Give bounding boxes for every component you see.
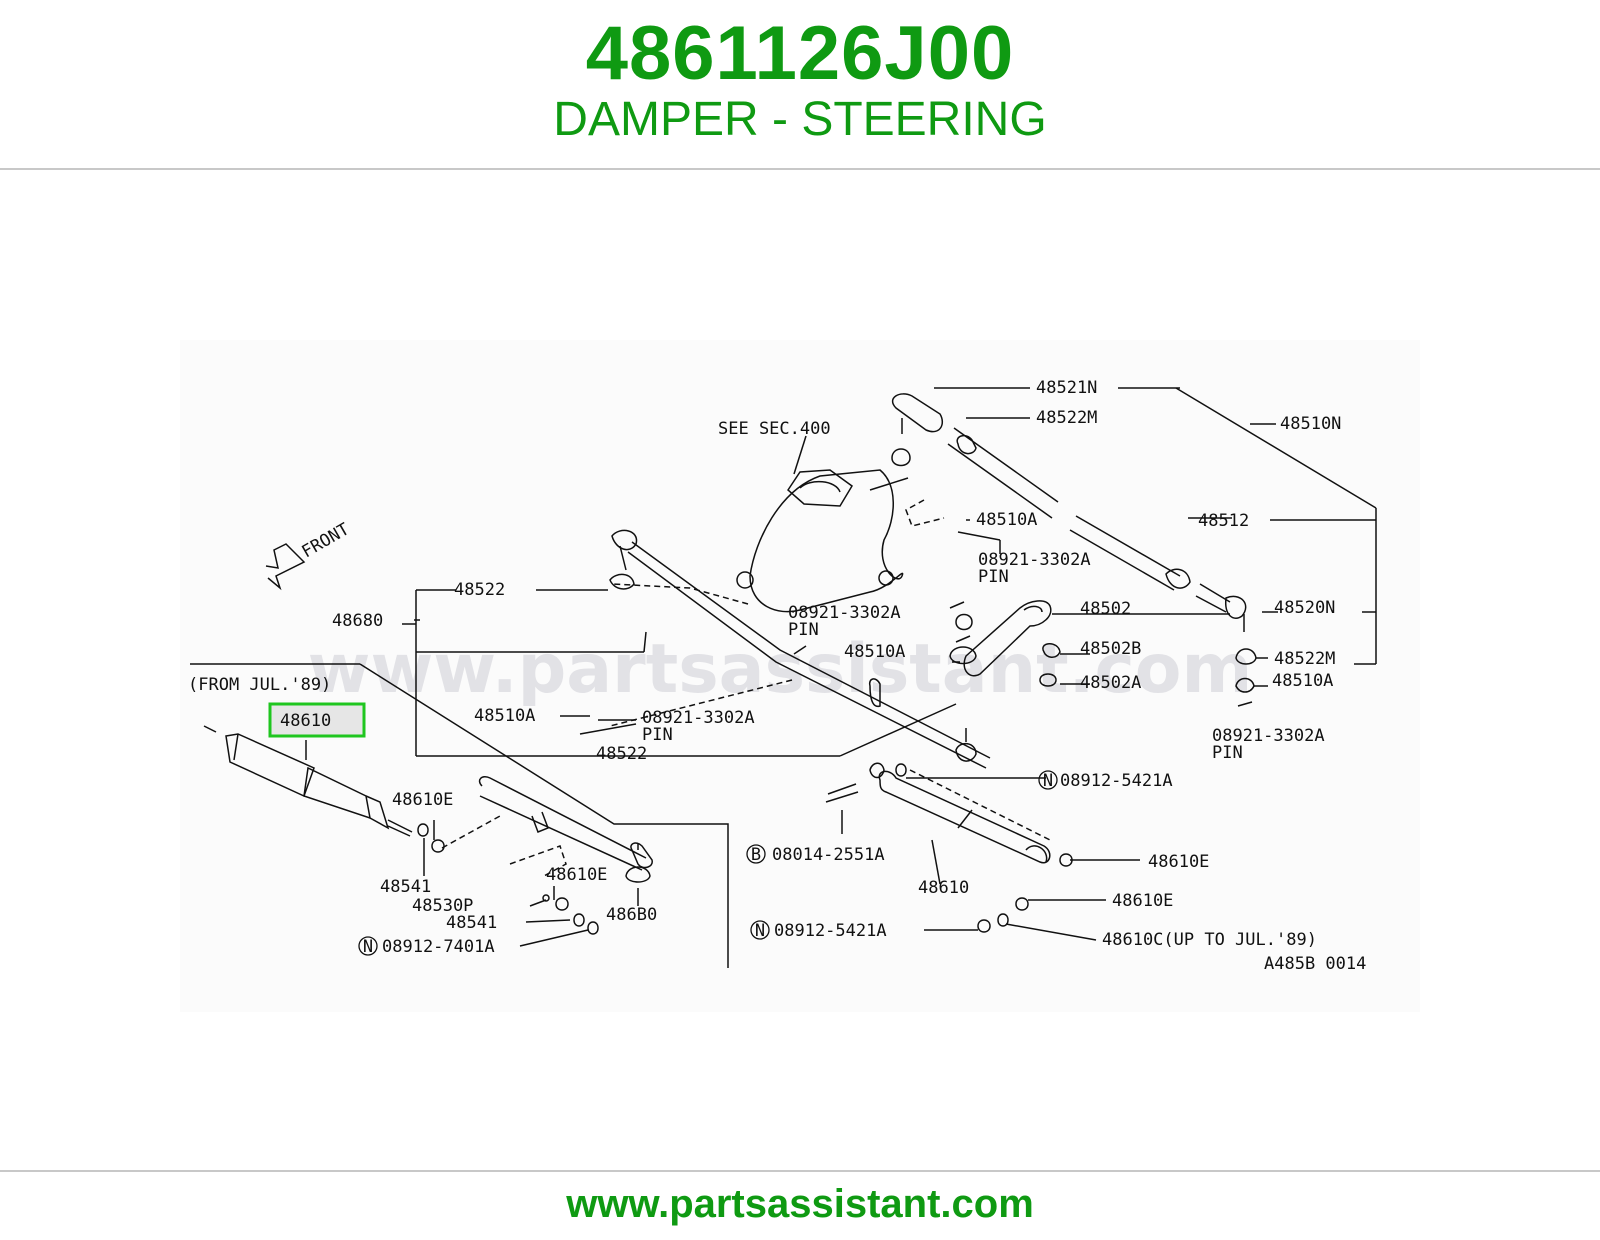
part-label-48502: 48502 [1080, 599, 1131, 619]
part-label-48522M-top: 48522M [1036, 408, 1097, 428]
part-name-subtitle: DAMPER - STEERING [553, 93, 1047, 146]
part-label-48521N: 48521N [1036, 378, 1097, 398]
bolt-label-08014-2551A: 08014-2551A [772, 845, 885, 865]
diagram-background [180, 340, 1420, 1012]
part-label-48541-2: 48541 [446, 913, 497, 933]
nut-marker-n-3: N [363, 937, 373, 957]
part-label-48502A: 48502A [1080, 673, 1141, 693]
part-label-48522-bottom: 48522 [596, 744, 647, 764]
page-header: 4861126J00 DAMPER - STEERING [0, 0, 1600, 168]
nut-label-08912-5421A-bottom: 08912-5421A [774, 921, 887, 941]
pin-code-3: 08921-3302A [1212, 726, 1325, 746]
part-label-48510N: 48510N [1280, 414, 1341, 434]
diagram-linework [190, 387, 1377, 968]
pin-label-3: PIN [1212, 743, 1243, 763]
see-section-label: SEE SEC.400 [718, 419, 831, 439]
part-label-48610E-3: 48610E [1148, 852, 1209, 872]
footer-url[interactable]: www.partsassistant.com [566, 1182, 1034, 1226]
highlighted-part-label[interactable]: 48610 [280, 711, 331, 731]
part-label-48502B: 48502B [1080, 639, 1141, 659]
part-label-48510A-2: 48510A [844, 642, 905, 662]
part-label-48512: 48512 [1198, 511, 1249, 531]
nut-marker-n-1: N [1043, 771, 1053, 791]
part-label-48520N: 48520N [1274, 598, 1335, 618]
part-label-48510A-3: 48510A [474, 706, 535, 726]
drawing-code: A485B 0014 [1264, 954, 1366, 974]
part-label-48510A-right: 48510A [1272, 671, 1333, 691]
part-label-48522M-right: 48522M [1274, 649, 1335, 669]
footer-divider [0, 1170, 1600, 1172]
pin-label-2: PIN [788, 620, 819, 640]
part-label-48610C: 48610C(UP TO JUL.'89) [1102, 930, 1317, 950]
highlighted-part-box[interactable] [268, 702, 366, 738]
pin-code-4: 08921-3302A [642, 708, 755, 728]
pin-code-1: 08921-3302A [978, 550, 1091, 570]
part-label-486B0: 486B0 [606, 905, 657, 925]
part-label-48610E-2: 48610E [546, 865, 607, 885]
from-date-note: (FROM JUL.'89) [188, 675, 331, 695]
circle-markers [358, 770, 1058, 956]
part-label-48522-top: 48522 [454, 580, 505, 600]
part-label-48680: 48680 [332, 611, 383, 631]
watermark: www.partsassistant.com [308, 630, 1253, 709]
header-divider [0, 168, 1600, 170]
part-number-title: 4861126J00 [585, 11, 1015, 96]
pin-code-2: 08921-3302A [788, 603, 901, 623]
part-label-48530P: 48530P [412, 896, 473, 916]
nut-label-08912-7401A: 08912-7401A [382, 937, 495, 957]
part-label-48541-1: 48541 [380, 877, 431, 897]
part-label-48610E-4: 48610E [1112, 891, 1173, 911]
part-label-48610E-1: 48610E [392, 790, 453, 810]
part-label-48510A-1: 48510A [976, 510, 1037, 530]
bolt-marker-b: B [751, 845, 761, 865]
pin-label-4: PIN [642, 725, 673, 745]
pin-label-1: PIN [978, 567, 1009, 587]
nut-label-08912-5421A-top: 08912-5421A [1060, 771, 1173, 791]
nut-marker-n-2: N [755, 921, 765, 941]
part-label-48610-right: 48610 [918, 878, 969, 898]
parts-diagram: www.partsassistant.com [180, 340, 1420, 1012]
